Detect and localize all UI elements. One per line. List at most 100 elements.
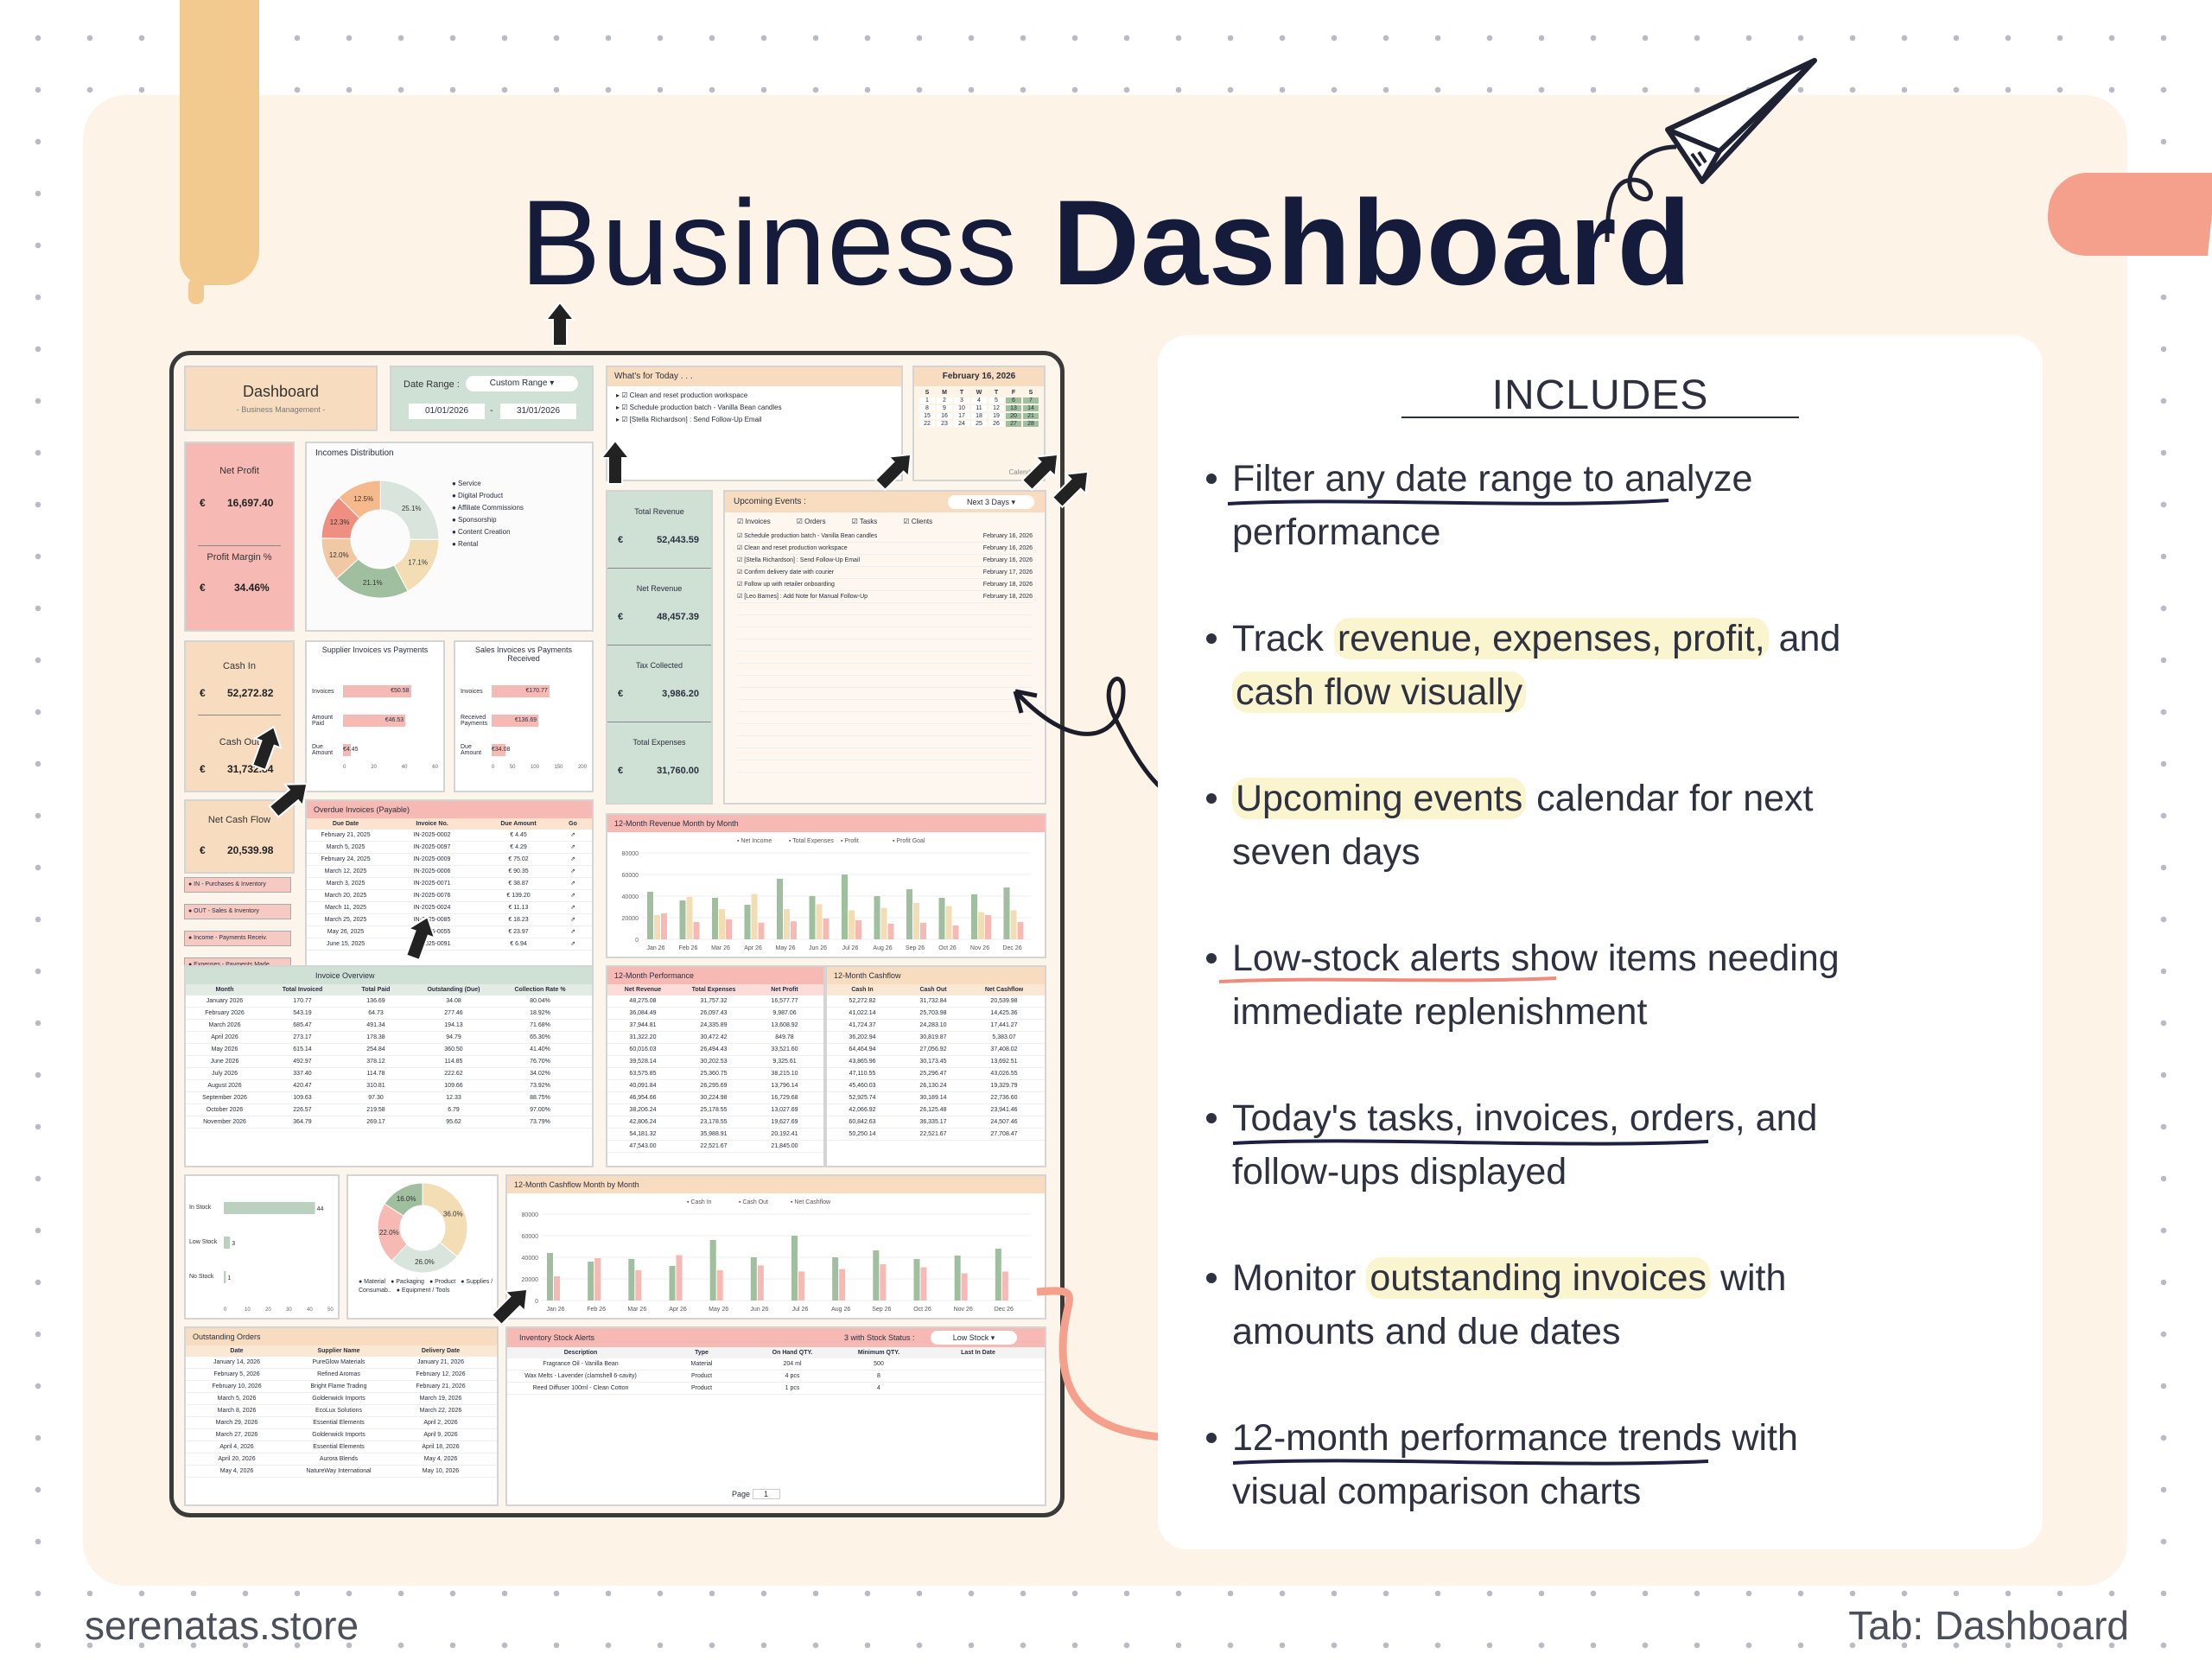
start-date-field[interactable]: 01/01/2026 <box>409 404 485 419</box>
today-task[interactable]: ▸ ☑ Clean and reset production workspace <box>616 391 748 399</box>
calendar-day[interactable]: 4 <box>971 397 987 404</box>
today-task[interactable]: ▸ ☑ Schedule production batch - Vanilla … <box>616 404 782 411</box>
date-range-select[interactable]: Custom Range ▾ <box>466 376 578 391</box>
calendar-day[interactable]: 20 <box>1006 413 1021 419</box>
calendar-day[interactable]: 2 <box>937 397 952 404</box>
calendar-day[interactable]: 11 <box>971 405 987 411</box>
calendar-day[interactable]: 7 <box>1023 397 1039 404</box>
calendar-day[interactable]: 13 <box>1006 405 1021 411</box>
event-filter-checkbox[interactable]: ☑ Clients <box>903 518 933 525</box>
calendar-day[interactable]: 3 <box>954 397 969 404</box>
calendar-day[interactable]: 5 <box>988 397 1004 404</box>
upcoming-event-row[interactable]: ☑ Schedule production batch - Vanilla Be… <box>737 531 1033 543</box>
calendar-day[interactable]: 23 <box>937 421 952 427</box>
nav-button[interactable]: ● OUT - Sales & Inventory <box>184 904 291 919</box>
calendar-day[interactable]: 10 <box>954 405 969 411</box>
today-task[interactable]: ▸ ☑ [Stella Richardson] : Send Follow-Up… <box>616 416 762 423</box>
calendar-day[interactable]: 15 <box>919 413 935 419</box>
stock-status-dropdown[interactable]: Low Stock ▾ <box>931 1331 1017 1345</box>
calendar-day[interactable]: 28 <box>1023 421 1039 427</box>
calendar-day[interactable]: 26 <box>988 421 1004 427</box>
page-selector[interactable]: 1 <box>752 1489 780 1499</box>
calendar-day[interactable]: 17 <box>954 413 969 419</box>
event-filter-checkbox[interactable]: ☑ Orders <box>796 518 826 525</box>
calendar-day[interactable]: 25 <box>971 421 987 427</box>
calendar-day[interactable]: 22 <box>919 421 935 427</box>
upcoming-filter-dropdown[interactable]: Next 3 Days ▾ <box>948 495 1034 509</box>
calendar-day[interactable]: 16 <box>937 413 952 419</box>
calendar-day[interactable]: 9 <box>937 405 952 411</box>
calendar-day[interactable]: 18 <box>971 413 987 419</box>
upcoming-event-row[interactable]: ☑ [Leo Barnes] : Add Note for Manual Fol… <box>737 591 1033 603</box>
calendar-day[interactable]: 19 <box>988 413 1004 419</box>
end-date-field[interactable]: 31/01/2026 <box>500 404 576 419</box>
nav-button[interactable]: ● IN - Purchases & Inventory <box>184 877 291 893</box>
nav-button[interactable]: ● Income - Payments Receiv. <box>184 931 291 946</box>
calendar-day[interactable]: 24 <box>954 421 969 427</box>
calendar-day[interactable]: 8 <box>919 405 935 411</box>
calendar-day[interactable]: 6 <box>1006 397 1021 404</box>
calendar-day[interactable]: 21 <box>1023 413 1039 419</box>
calendar-day[interactable]: 27 <box>1006 421 1021 427</box>
